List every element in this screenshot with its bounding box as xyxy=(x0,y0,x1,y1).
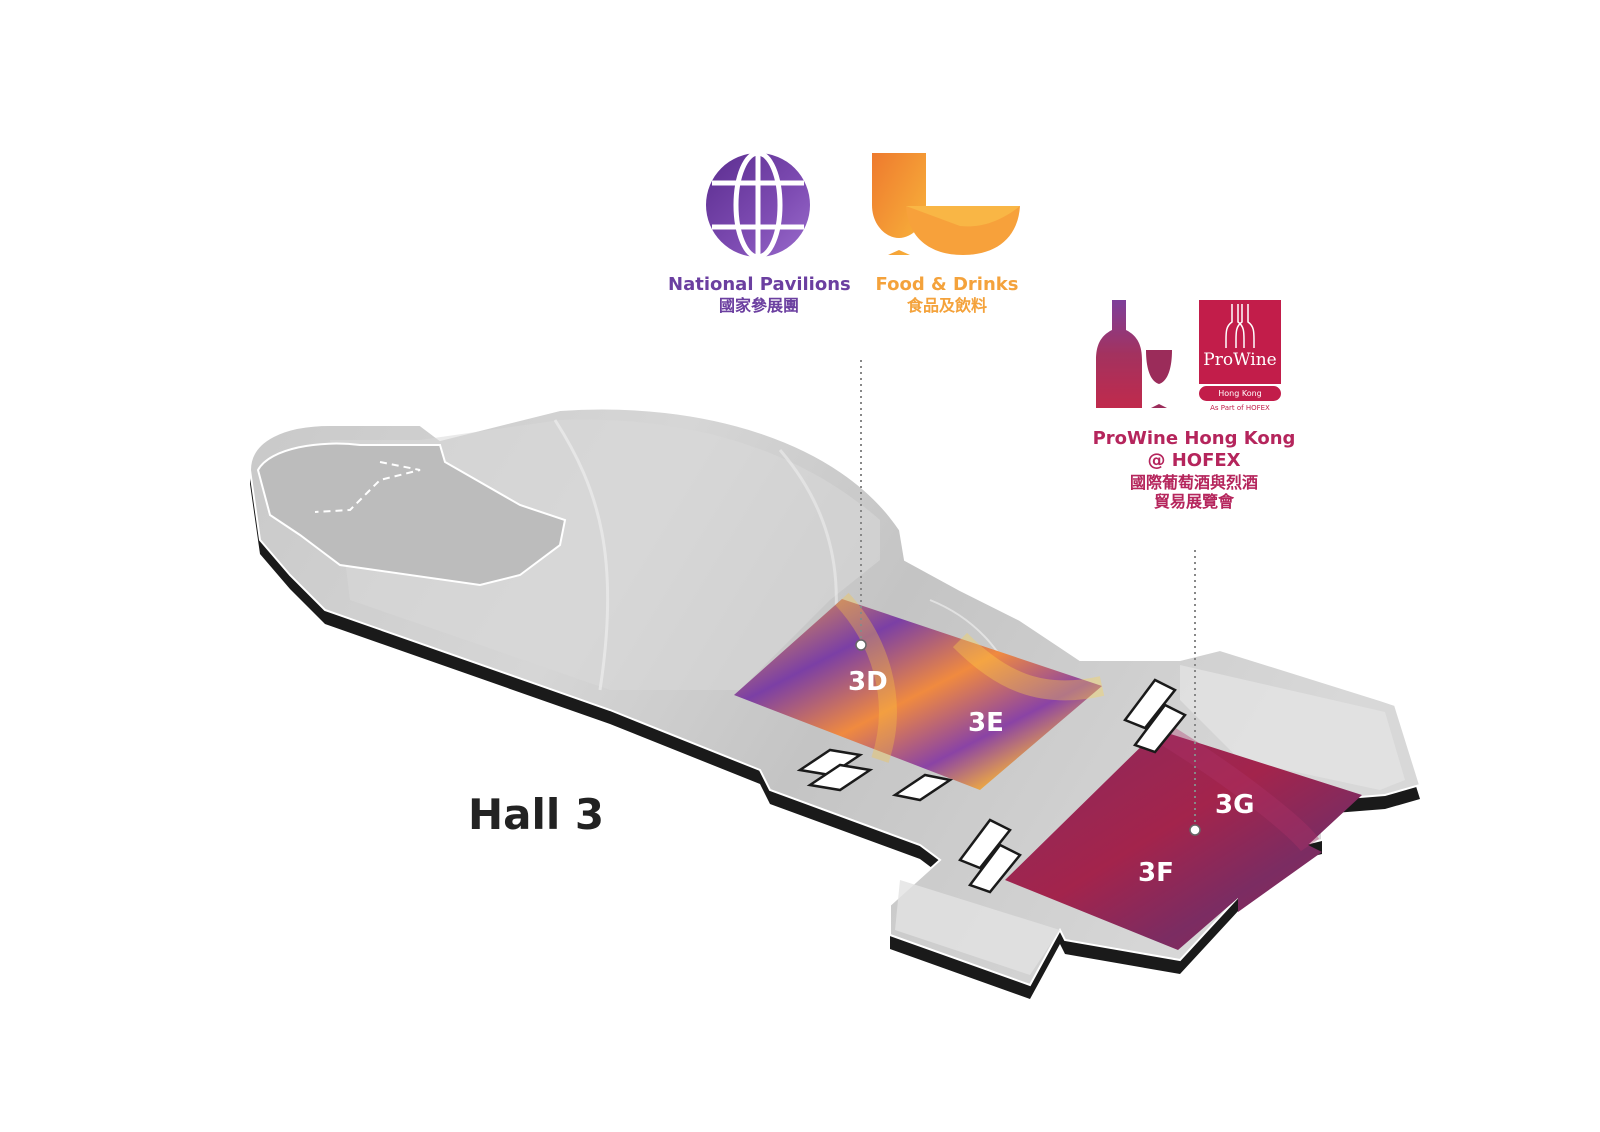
prowine-label-en-line2: @ HOFEX xyxy=(1147,449,1241,471)
zone-label-3f[interactable]: 3F xyxy=(1138,858,1174,888)
prowine-logo-name: ProWine xyxy=(1203,350,1277,370)
prowine-label-en-line1: ProWine Hong Kong xyxy=(1092,428,1296,449)
escalator-icon xyxy=(796,748,874,792)
pin-dot-3f-3g xyxy=(1189,824,1201,836)
zone-3f-3g-area[interactable] xyxy=(1005,720,1362,950)
food-drinks-label-en: Food & Drinks xyxy=(875,274,1019,295)
escalator-icons xyxy=(796,678,1187,894)
zone-label-3g[interactable]: 3G xyxy=(1215,790,1255,820)
zone-label-3d[interactable]: 3D xyxy=(848,667,888,697)
leader-lines xyxy=(855,360,1201,836)
escalator-icon xyxy=(958,818,1022,894)
escalator-icon xyxy=(891,773,954,802)
food-drinks-label-zh: 食品及飲料 xyxy=(906,295,987,315)
wine-bottle-and-glass-icon xyxy=(1096,300,1172,408)
zone-3d-3e-area[interactable] xyxy=(734,592,1105,790)
globe-icon xyxy=(706,150,810,260)
legend-prowine: ProWine Hong Kong @ HOFEX 國際葡萄酒與烈酒 貿易展覽會 xyxy=(1085,428,1303,512)
glass-and-bowl-icon xyxy=(872,153,1020,255)
national-pavilions-label-zh: 國家參展團 xyxy=(718,295,799,315)
prowine-logo-tagline: As Part of HOFEX xyxy=(1210,404,1270,412)
pin-dot-3d xyxy=(855,639,867,651)
prowine-label-zh-line2: 貿易展覽會 xyxy=(1153,492,1234,512)
zone-label-3e[interactable]: 3E xyxy=(968,708,1004,738)
hall-title: Hall 3 xyxy=(468,790,605,839)
prowine-label-zh-line1: 國際葡萄酒與烈酒 xyxy=(1129,473,1258,493)
legend-food-drinks: Food & Drinks 食品及飲料 xyxy=(872,274,1022,315)
prowine-bottles-icon xyxy=(1225,304,1255,348)
legend-national-pavilions: National Pavilions 國家參展團 xyxy=(668,274,851,315)
national-pavilions-label-en: National Pavilions xyxy=(668,274,851,295)
prowine-logo: ProWine xyxy=(1199,300,1281,384)
escalator-icon xyxy=(1123,678,1187,754)
prowine-logo-region: Hong Kong xyxy=(1199,386,1281,401)
